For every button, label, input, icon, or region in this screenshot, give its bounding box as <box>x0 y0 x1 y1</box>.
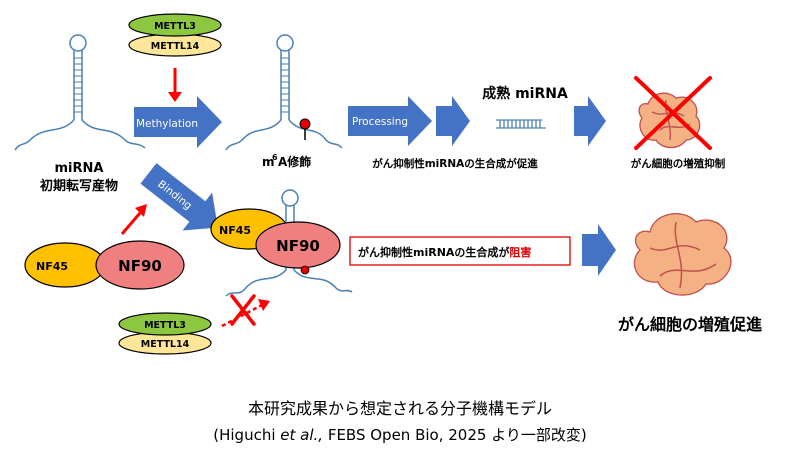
proliferating-cancer-cell <box>633 213 732 296</box>
bottom-mettl3-label: METTL3 <box>144 320 186 331</box>
free-nf45-nf90-complex: NF45 NF90 <box>24 240 185 290</box>
caption-citation-etal: et al., <box>280 426 323 444</box>
caption-citation-open: (Higuchi <box>213 426 280 444</box>
m6a-hairpin <box>225 34 343 151</box>
methylation-label: Methylation <box>136 118 198 130</box>
caption-citation: (Higuchi et al., FEBS Open Bio, 2025 より一… <box>213 426 587 444</box>
mettl3-label: METTL3 <box>154 21 196 32</box>
processing-arrow-tip <box>436 96 470 146</box>
bottom-mettl3-ellipse <box>118 312 212 336</box>
m6a-label-suffix: A修飾 <box>278 154 311 169</box>
suppression-arrow <box>574 96 606 146</box>
bound-nf45-label: NF45 <box>219 224 251 237</box>
mettl3-ellipse <box>128 13 222 37</box>
promotion-text: がん抑制性miRNAの生合成が促進 <box>372 157 538 170</box>
methylation-red-arrow-head <box>168 92 182 102</box>
nf90-red-arrow-head <box>135 204 147 217</box>
caption-citation-rest: FEBS Open Bio, 2025 より一部改変) <box>323 426 587 444</box>
inhibition-word: 阻害 <box>509 245 531 259</box>
proliferation-text: がん細胞の増殖促進 <box>618 315 762 334</box>
nf90-red-arrow-shaft <box>120 212 142 235</box>
blocked-dashed-arrow <box>221 303 263 328</box>
bound-nf45-nf90-complex: NF45 NF90 <box>210 208 341 269</box>
inhibition-box: がん抑制性miRNAの生合成が阻害 <box>349 236 571 266</box>
cross-mark-icon <box>634 76 712 150</box>
m6a-label-prefix: m <box>262 155 275 169</box>
processing-label: Processing <box>352 116 408 128</box>
mettl14-label: METTL14 <box>151 41 200 52</box>
blocked-arrow-head <box>258 299 270 311</box>
methylation-arrow: Methylation <box>134 96 222 148</box>
pri-mirna-label-line2: 初期転写産物 <box>40 178 118 194</box>
m6a-label-sup: 6 <box>272 153 278 162</box>
m6a-marker-icon <box>299 118 311 130</box>
inhibition-prefix: がん抑制性miRNAの生合成が <box>358 245 509 259</box>
bottom-mettl14-label: METTL14 <box>141 339 190 350</box>
processing-arrow: Processing <box>348 96 432 146</box>
pri-mirna-label-line1: miRNA <box>55 161 104 176</box>
mature-mirna-duplex <box>496 119 546 129</box>
caption-title: 本研究成果から想定される分子機構モデル <box>248 399 552 418</box>
blocked-cross-icon <box>230 294 256 326</box>
writer-complex-bottom: METTL14 METTL3 <box>118 312 212 355</box>
mature-mirna-label: 成熟 miRNA <box>482 85 568 102</box>
pri-mirna-hairpin <box>14 34 146 151</box>
nf90-ellipse <box>95 240 185 290</box>
nf45-label: NF45 <box>36 260 68 273</box>
suppression-text: がん細胞の増殖抑制 <box>631 157 726 170</box>
nf90-label: NF90 <box>118 257 162 275</box>
svg-text:がん抑制性miRNAの生合成が阻害: がん抑制性miRNAの生合成が阻害 <box>358 245 531 259</box>
bound-nf90-ellipse <box>255 221 341 269</box>
suppressed-cancer-cell <box>638 92 701 149</box>
proliferation-arrow <box>582 224 616 276</box>
writer-complex-top: METTL14 METTL3 <box>128 13 222 102</box>
bound-nf90-label: NF90 <box>276 237 320 255</box>
bound-m6a-marker-icon <box>300 265 310 275</box>
